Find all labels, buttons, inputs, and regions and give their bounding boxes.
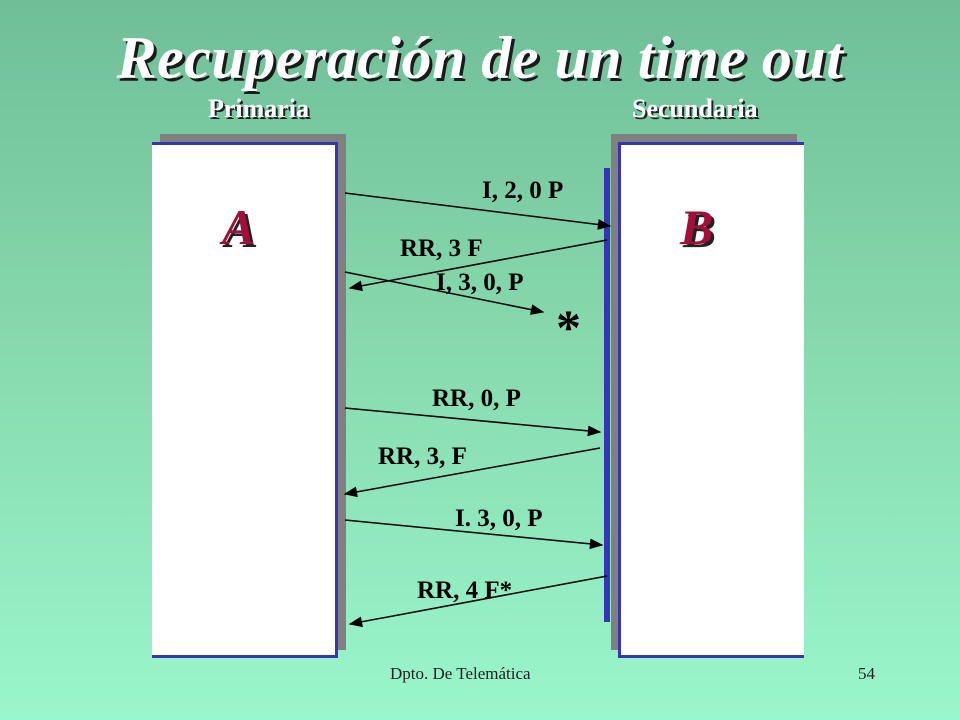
secondary-label: Secundaria	[632, 94, 758, 123]
station-b-edge	[604, 168, 610, 622]
arrow-i-3-0-p-lost	[344, 271, 545, 315]
page-number: 54	[858, 664, 875, 683]
station-a-letter: A	[222, 199, 256, 255]
station-a-box	[152, 142, 338, 658]
arrow-rr-4-f	[348, 575, 608, 628]
arrow-rr-0-p	[344, 407, 602, 437]
station-b-box	[618, 142, 804, 658]
lost-frame-marker: *	[556, 299, 581, 355]
arrow-rr-3-f-2	[343, 447, 601, 498]
message-label: RR, 4 F*	[417, 577, 513, 604]
arrow-i-2-0-p	[344, 192, 612, 230]
arrow-i-3-0-p	[344, 519, 604, 550]
message-label: RR, 3, F	[378, 443, 467, 470]
station-b-letter: B	[680, 199, 714, 255]
slide-title: Recuperación de un time out	[116, 25, 844, 91]
arrow-rr-3-f	[348, 239, 608, 292]
message-label: RR, 3 F	[400, 235, 483, 262]
footer-text: Dpto. De Telemática	[390, 664, 531, 683]
message-label: RR, 0, P	[432, 385, 521, 412]
message-label: I, 3, 0, P	[436, 269, 524, 296]
message-label: I, 2, 0 P	[482, 177, 564, 204]
primary-label: Primaria	[208, 94, 310, 123]
message-label: I. 3, 0, P	[455, 505, 543, 532]
